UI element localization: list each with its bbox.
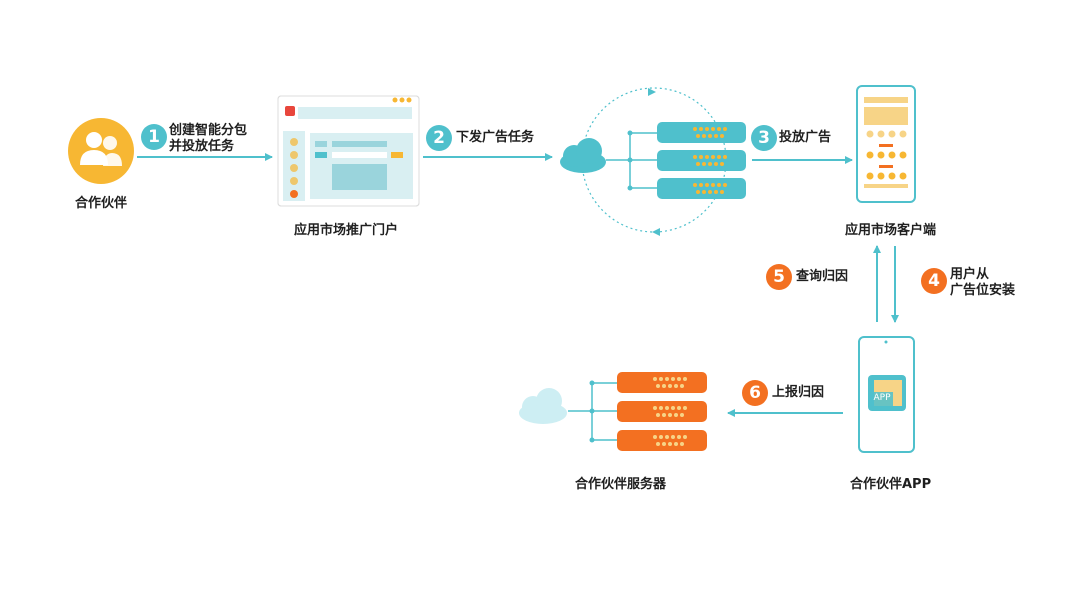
partner-server-label: 合作伙伴服务器 [575, 477, 667, 492]
step-4-line2: 广告位安装 [950, 283, 1016, 298]
step-5-text: 查询归因 [796, 269, 849, 284]
portal-window-icon [277, 95, 420, 207]
cloud-icon [560, 138, 606, 173]
step-5-badge: 5 [766, 264, 792, 290]
step-3-text: 投放广告 [779, 130, 832, 145]
step-3-badge: 3 [751, 125, 777, 151]
step-1-badge: 1 [141, 124, 167, 150]
step-4-text: 用户从 广告位安装 [950, 267, 1015, 299]
step-1-line2: 并投放任务 [169, 139, 235, 154]
portal-label: 应用市场推广门户 [294, 223, 399, 238]
teal-server-stack [657, 122, 746, 199]
client-phone-icon [856, 85, 916, 203]
client-label: 应用市场客户端 [845, 223, 937, 238]
partner-app-phone-icon [858, 336, 915, 453]
partner-icon [68, 118, 134, 184]
step-1-text: 创建智能分包 并投放任务 [169, 123, 247, 155]
step-2-badge: 2 [426, 125, 452, 151]
step-4-badge: 4 [921, 268, 947, 294]
partner-label: 合作伙伴 [75, 196, 128, 211]
partner-app-label: 合作伙伴APP [850, 477, 932, 492]
server-connectors [606, 132, 657, 189]
step-6-text: 上报归因 [772, 385, 825, 400]
orange-server-stack [617, 372, 707, 451]
step-4-line1: 用户从 [950, 267, 990, 282]
step-2-text: 下发广告任务 [456, 130, 535, 145]
partner-cloud-icon [519, 388, 567, 424]
step-1-line1: 创建智能分包 [169, 123, 248, 138]
app-icon-label: APP [873, 393, 891, 403]
step-6-badge: 6 [742, 380, 768, 406]
